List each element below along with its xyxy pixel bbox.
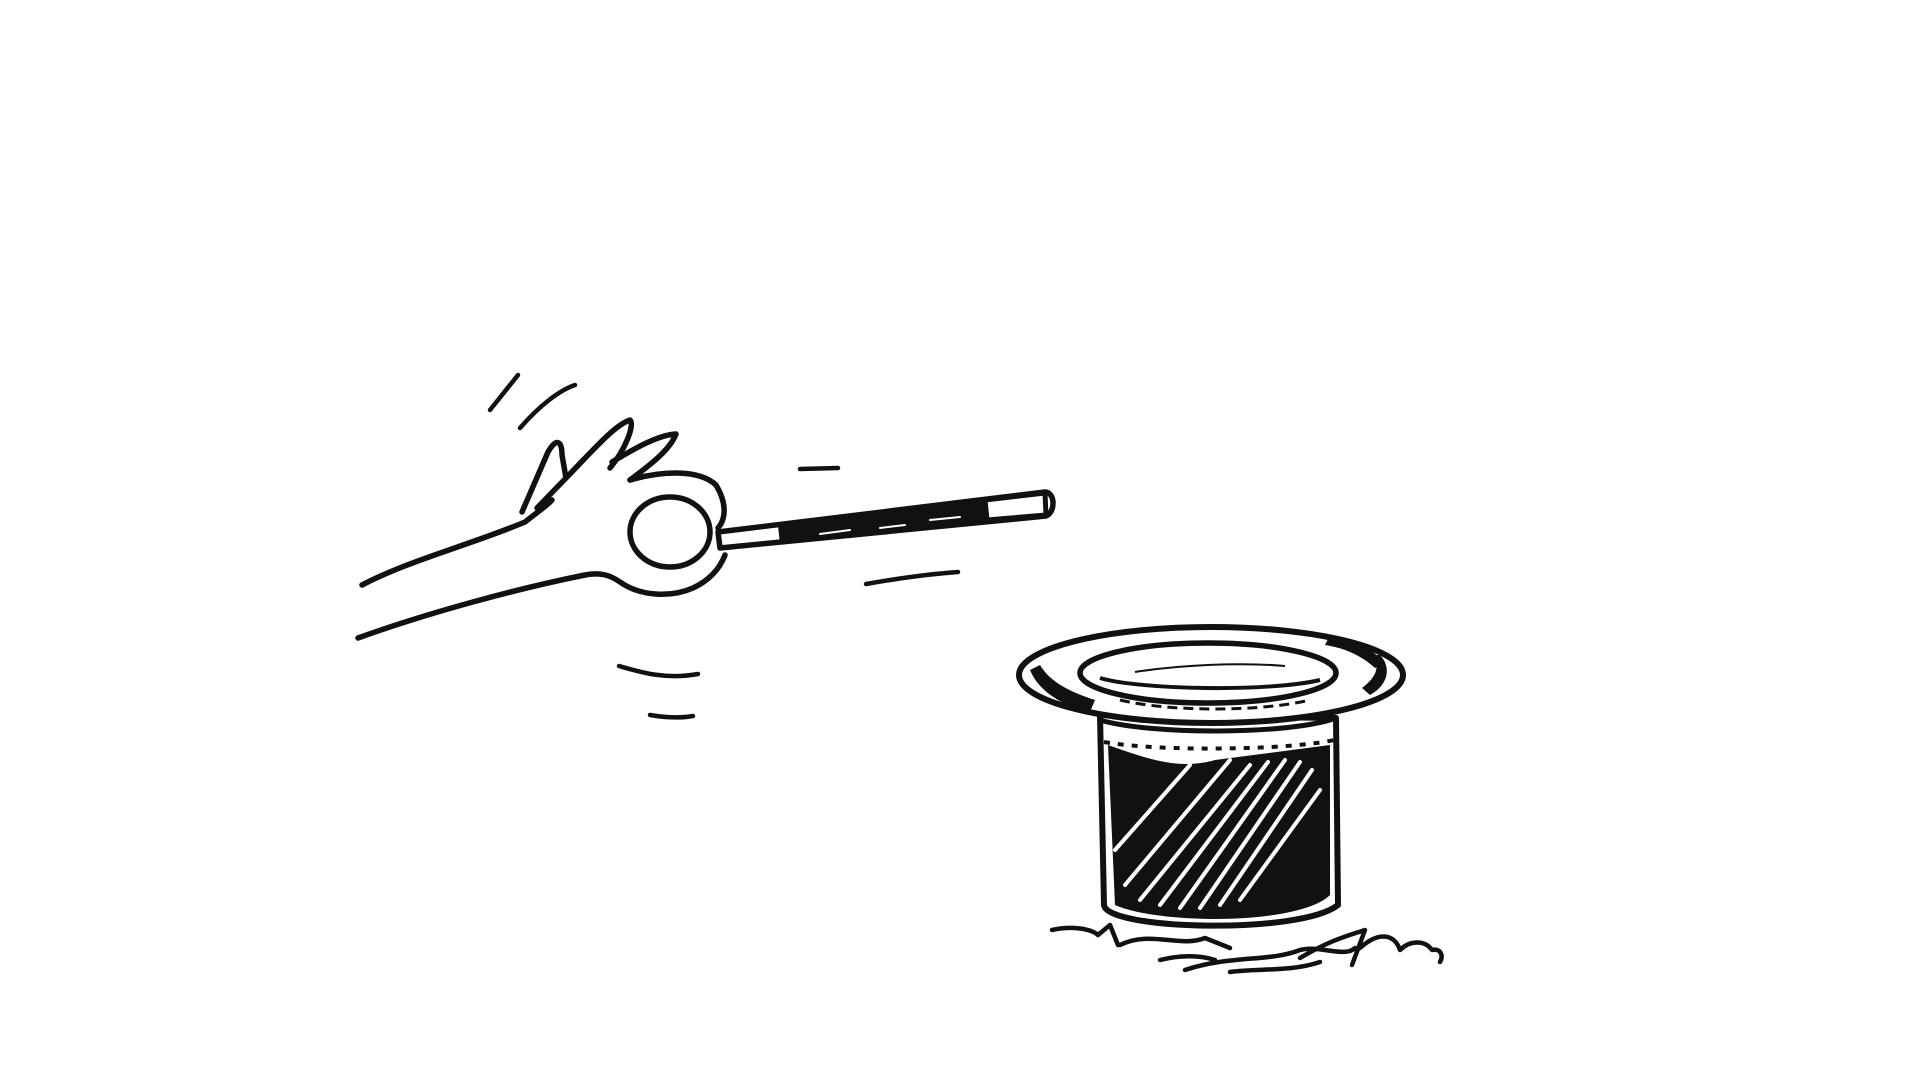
ground-shadow-icon xyxy=(1049,922,1444,975)
magic-wand-icon xyxy=(715,489,1056,551)
hand-icon xyxy=(355,417,728,641)
motion-lines-icon xyxy=(487,372,961,720)
top-hat-icon xyxy=(1016,624,1406,929)
